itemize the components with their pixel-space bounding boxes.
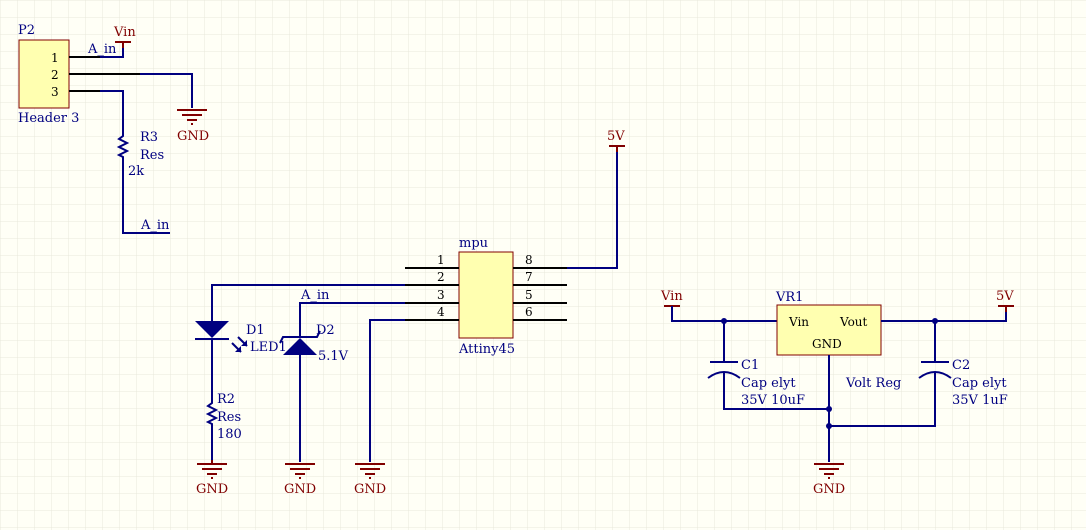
c2-type: Cap elyt: [952, 376, 1007, 391]
wire-header-r3: [100, 90, 124, 132]
wire-r3-a-in: [122, 160, 170, 234]
r3-zigzag: [116, 132, 130, 160]
net-label-a-in-r3: A_in: [140, 218, 170, 233]
wire-mcu-led: [211, 284, 405, 321]
gnd-label-reg: GND: [813, 482, 845, 497]
mcu-pin-1: 1: [437, 253, 445, 267]
gnd-symbol-reg: GND: [813, 463, 845, 497]
led-d1[interactable]: D1 LED1: [195, 321, 287, 355]
resistor-r2[interactable]: R2 Res 180: [205, 392, 242, 442]
header-pin-3: 3: [51, 85, 59, 99]
gnd-label-header: GND: [177, 129, 209, 144]
header-ref: P2: [18, 23, 35, 38]
vr1-pin-gnd: GND: [812, 337, 842, 351]
mcu-ref: mpu: [459, 236, 488, 251]
mcu-body: [458, 251, 514, 339]
d2-triangle: [283, 338, 317, 355]
capacitor-c1[interactable]: C1 Cap elyt 35V 10uF: [707, 321, 805, 408]
gnd-symbol-r2: GND: [196, 460, 228, 497]
r2-value: 180: [217, 427, 242, 442]
r2-type: Res: [217, 410, 241, 425]
header-p2[interactable]: P2 1 2 3 Header 3: [18, 23, 192, 126]
mcu-pin-4: 4: [437, 305, 445, 319]
c2-value: 35V 1uF: [952, 393, 1008, 408]
c1-ref: C1: [741, 358, 759, 373]
power-5v-mcu: 5V: [607, 129, 625, 152]
resistor-r3[interactable]: R3 Res 2k: [116, 130, 164, 179]
power-5v-label-mcu: 5V: [607, 129, 625, 144]
power-vin-header: Vin: [113, 25, 136, 48]
vr1-ref: VR1: [775, 290, 803, 305]
gnd-symbol-zener: GND: [284, 463, 316, 497]
c1-value: 35V 10uF: [741, 393, 805, 408]
r2-ref: R2: [217, 392, 235, 407]
mcu-pin-2: 2: [437, 270, 445, 284]
mcu-attiny45[interactable]: mpu Attiny45 1 2 3 4 8 7 5 6: [405, 236, 567, 357]
c2-ref: C2: [952, 358, 970, 373]
regulator-vr1[interactable]: VR1 Vin Vout GND Volt Reg: [775, 290, 901, 391]
gnd-label-r2: GND: [196, 482, 228, 497]
power-vin-label-header: Vin: [113, 25, 136, 40]
d2-value: 5.1V: [318, 349, 349, 364]
junction-c2-gnd: [826, 423, 832, 429]
d1-ref: D1: [246, 323, 265, 338]
power-vin-label-reg: Vin: [660, 289, 683, 304]
header-pin-2: 2: [51, 68, 59, 82]
vr1-value: Volt Reg: [845, 376, 901, 391]
d2-bar: [279, 330, 321, 344]
net-label-a-in-header: A_in: [87, 42, 117, 57]
junction-c1-gnd: [826, 406, 832, 412]
capacitor-c2[interactable]: C2 Cap elyt 35V 1uF: [918, 321, 1008, 408]
d1-value: LED1: [250, 340, 287, 355]
zener-d2[interactable]: D2 5.1V: [279, 323, 349, 364]
gnd-label-zener: GND: [284, 482, 316, 497]
mcu-pin-6: 6: [525, 305, 533, 319]
wire-mcu-gnd: [369, 319, 405, 462]
mcu-pin-7: 7: [525, 270, 533, 284]
d1-triangle: [195, 321, 229, 338]
power-5v-reg: 5V: [996, 289, 1014, 312]
gnd-symbol-mcu: GND: [354, 463, 386, 497]
vr1-body: [776, 304, 882, 356]
vr1-pin-vout: Vout: [839, 315, 868, 329]
gnd-label-mcu: GND: [354, 482, 386, 497]
net-label-a-in-mcu: A_in: [300, 288, 330, 303]
c1-type: Cap elyt: [741, 376, 796, 391]
r2-zigzag: [205, 400, 219, 428]
r3-type: Res: [140, 148, 164, 163]
mcu-pin-5: 5: [525, 288, 533, 302]
gnd-symbol-header: GND: [177, 109, 209, 144]
header-pin-1: 1: [51, 51, 59, 65]
wire-mcu-5v: [567, 147, 618, 269]
vr1-pin-vin: Vin: [788, 315, 809, 329]
wire-vin-reg: [671, 306, 777, 322]
mcu-value: Attiny45: [458, 342, 515, 357]
wire-c1-gnd: [723, 372, 829, 410]
wire-mcu-zener: [299, 302, 405, 337]
r3-ref: R3: [140, 130, 158, 145]
header-value: Header 3: [18, 111, 79, 126]
power-5v-label-reg: 5V: [996, 289, 1014, 304]
header-body: [18, 39, 70, 109]
r3-value: 2k: [128, 164, 144, 179]
wire-header-gnd: [140, 73, 193, 108]
mcu-pin-3: 3: [437, 288, 445, 302]
wire-c2-gnd: [829, 372, 936, 427]
d2-ref: D2: [316, 323, 335, 338]
mcu-pin-8: 8: [525, 253, 533, 267]
